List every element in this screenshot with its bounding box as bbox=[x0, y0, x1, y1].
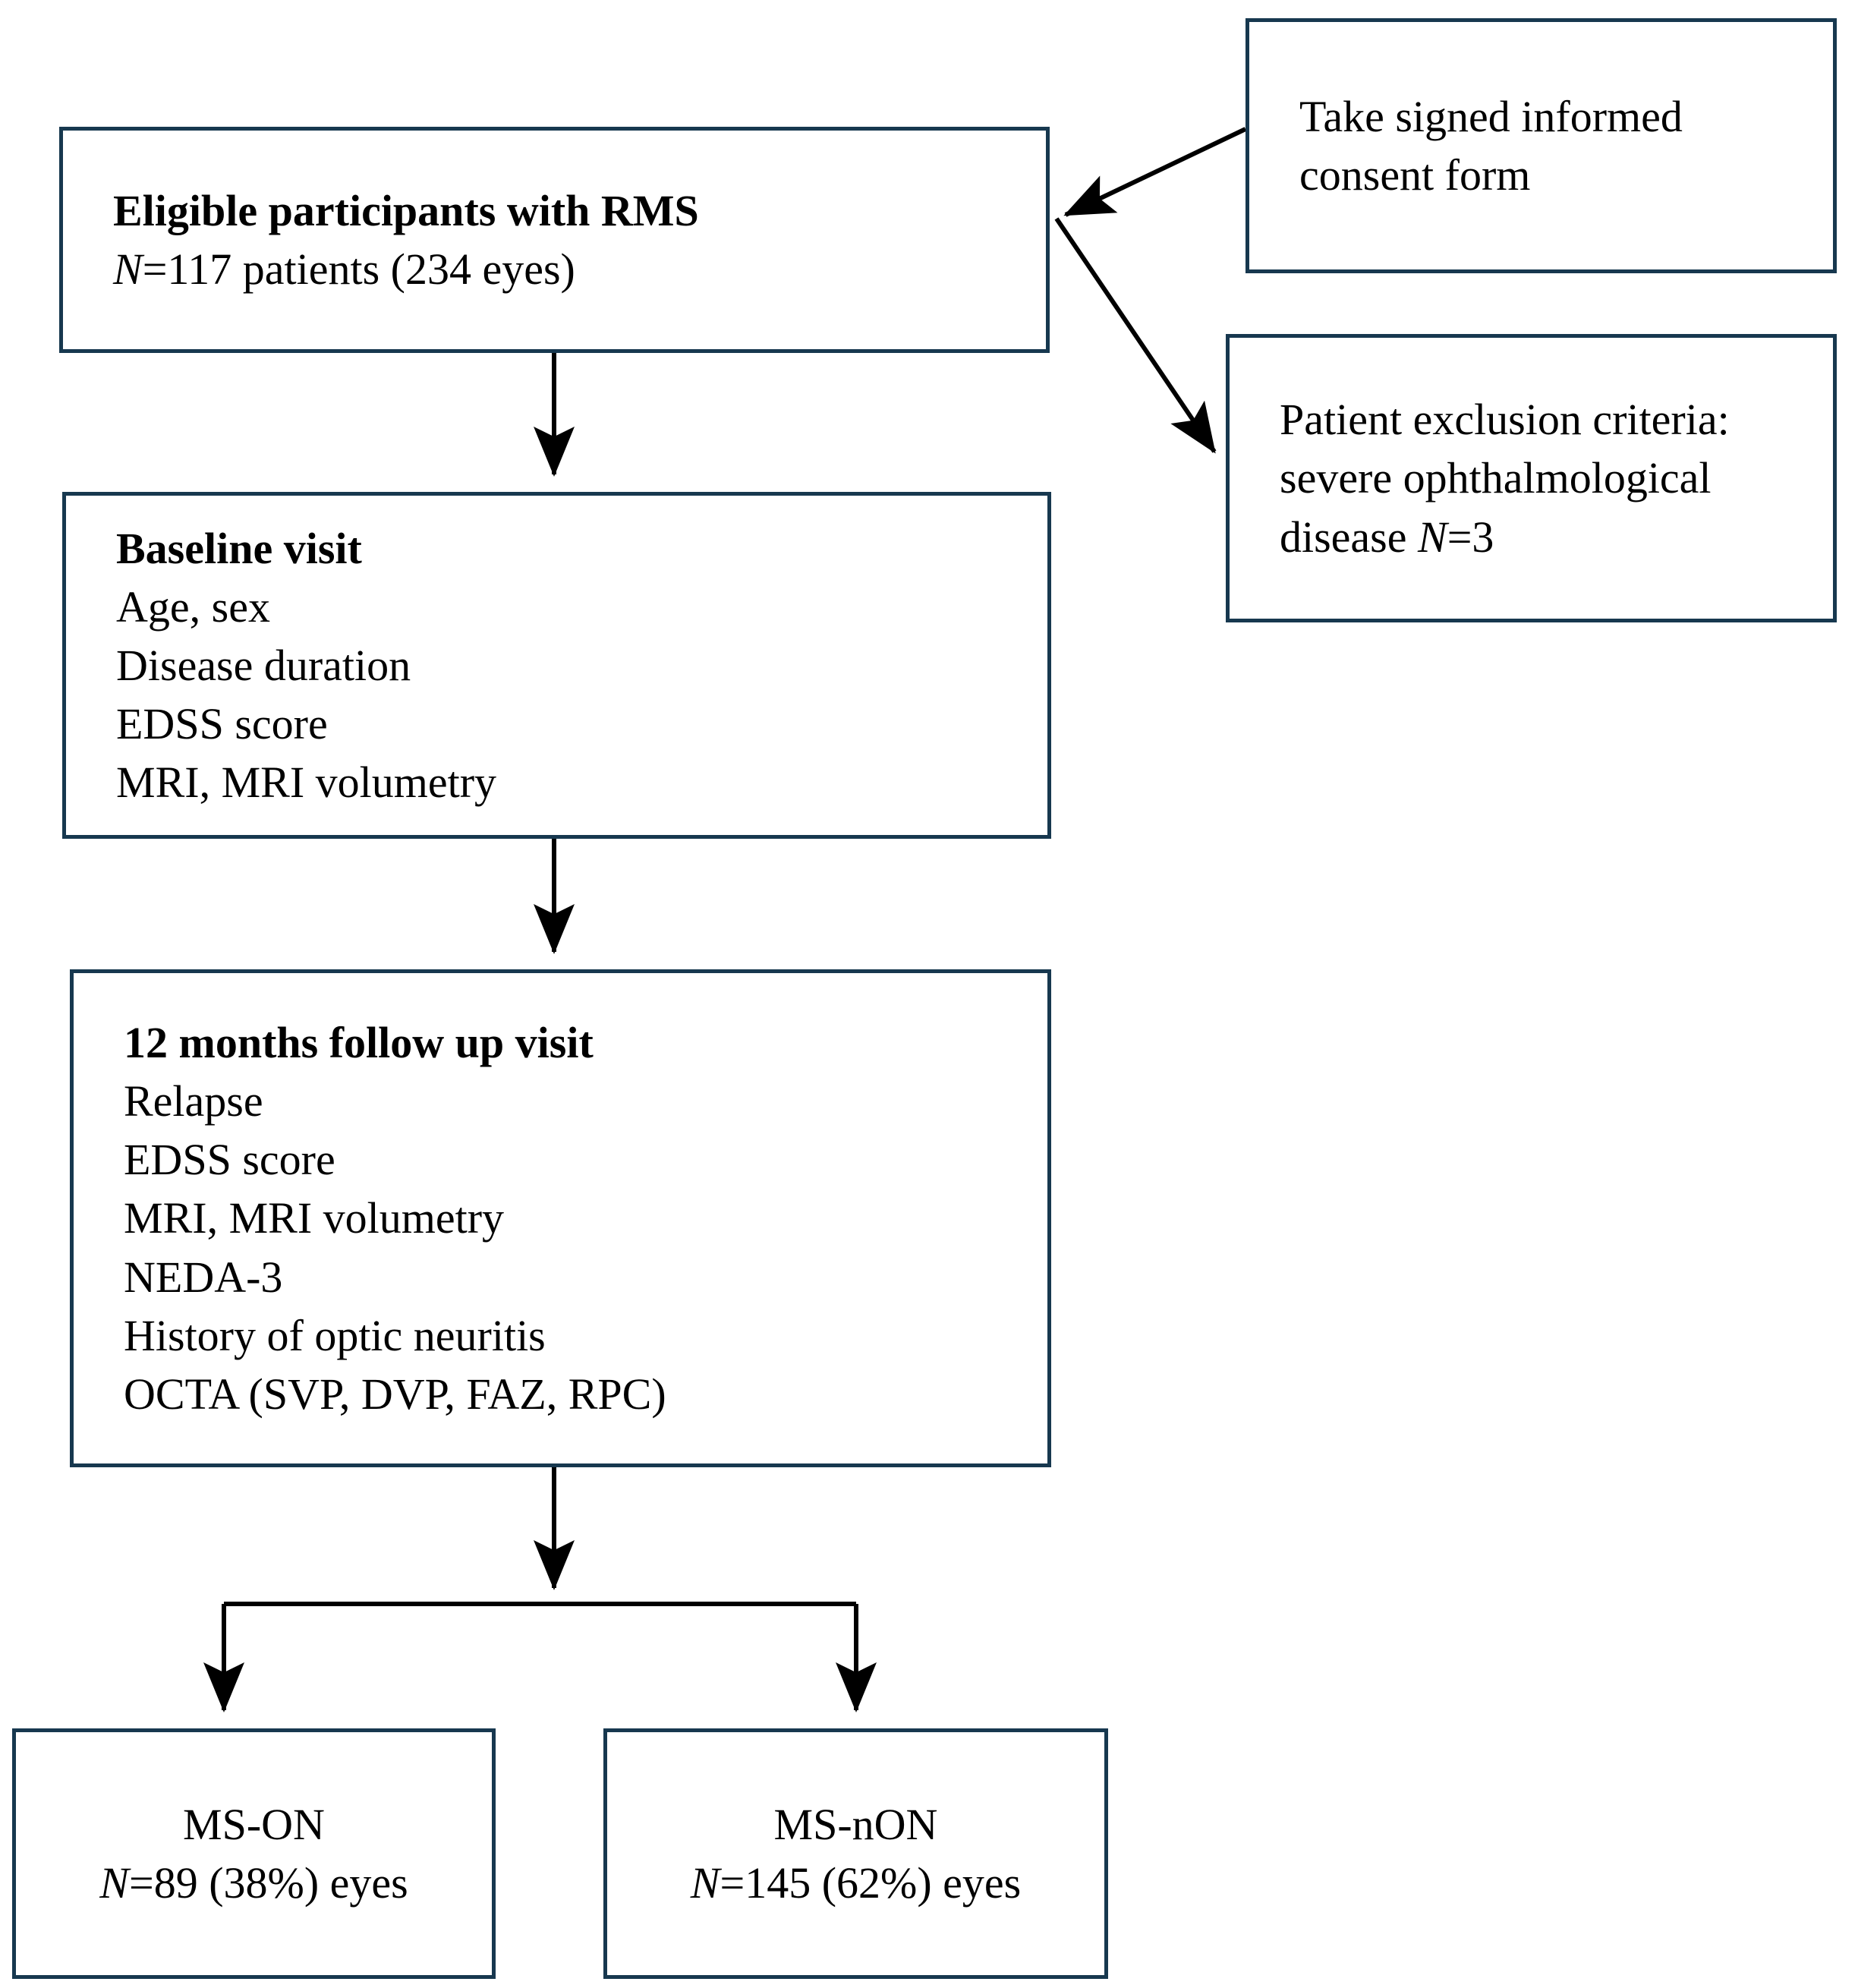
baseline-item-age-sex: Age, sex bbox=[116, 581, 270, 632]
box-exclusion-criteria: Patient exclusion criteria: severe ophth… bbox=[1226, 334, 1837, 622]
exclusion-line-3: disease N=3 bbox=[1280, 508, 1833, 566]
followup-item-neda-3: NEDA-3 bbox=[124, 1252, 283, 1302]
eligible-count: N=117 patients (234 eyes) bbox=[113, 240, 1046, 298]
ms-on-count-n-symbol: N bbox=[99, 1858, 129, 1908]
exclusion-line-2: severe ophthalmological bbox=[1280, 453, 1712, 503]
arrow-eligible-to-exclusion bbox=[1054, 217, 1217, 454]
ms-on-count-value: =89 (38%) eyes bbox=[128, 1858, 408, 1908]
followup-item-edss-score: EDSS score bbox=[124, 1135, 335, 1185]
arrow-consent-to-eligible bbox=[1063, 127, 1247, 217]
followup-item-optic-neuritis-history: History of optic neuritis bbox=[124, 1310, 546, 1360]
eligible-count-n-symbol: N bbox=[113, 244, 143, 294]
box-informed-consent: Take signed informed consent form bbox=[1245, 18, 1837, 273]
box-followup-visit: 12 months follow up visit Relapse EDSS s… bbox=[70, 969, 1051, 1467]
baseline-item-mri-volumetry: MRI, MRI volumetry bbox=[116, 758, 497, 808]
box-ms-non: MS-nON N=145 (62%) eyes bbox=[603, 1728, 1108, 1979]
exclusion-n-symbol: N bbox=[1418, 512, 1447, 562]
baseline-item-disease-duration: Disease duration bbox=[116, 640, 411, 690]
followup-item-mri-volumetry: MRI, MRI volumetry bbox=[124, 1193, 505, 1243]
eligible-title: Eligible participants with RMS bbox=[113, 185, 699, 235]
followup-title: 12 months follow up visit bbox=[124, 1018, 594, 1068]
baseline-title: Baseline visit bbox=[116, 523, 362, 573]
followup-item-relapse: Relapse bbox=[124, 1076, 263, 1126]
ms-non-count-n-symbol: N bbox=[690, 1858, 720, 1908]
consent-line-1: Take signed informed bbox=[1299, 91, 1683, 141]
ms-on-title: MS-ON bbox=[183, 1799, 325, 1849]
exclusion-disease-label: disease bbox=[1280, 512, 1418, 562]
box-eligible-participants: Eligible participants with RMS N=117 pat… bbox=[59, 127, 1050, 353]
baseline-item-edss-score: EDSS score bbox=[116, 699, 328, 749]
box-ms-on: MS-ON N=89 (38%) eyes bbox=[12, 1728, 496, 1979]
ms-non-count-value: =145 (62%) eyes bbox=[720, 1858, 1022, 1908]
ms-on-count: N=89 (38%) eyes bbox=[99, 1854, 408, 1912]
ms-non-title: MS-nON bbox=[773, 1799, 938, 1849]
followup-item-octa: OCTA (SVP, DVP, FAZ, RPC) bbox=[124, 1369, 666, 1419]
ms-non-count: N=145 (62%) eyes bbox=[691, 1854, 1021, 1912]
box-baseline-visit: Baseline visit Age, sex Disease duration… bbox=[62, 492, 1051, 839]
consent-line-2: consent form bbox=[1299, 150, 1531, 200]
exclusion-n-value: =3 bbox=[1447, 512, 1494, 562]
exclusion-line-1: Patient exclusion criteria: bbox=[1280, 395, 1730, 445]
eligible-count-value: =117 patients (234 eyes) bbox=[142, 244, 575, 294]
